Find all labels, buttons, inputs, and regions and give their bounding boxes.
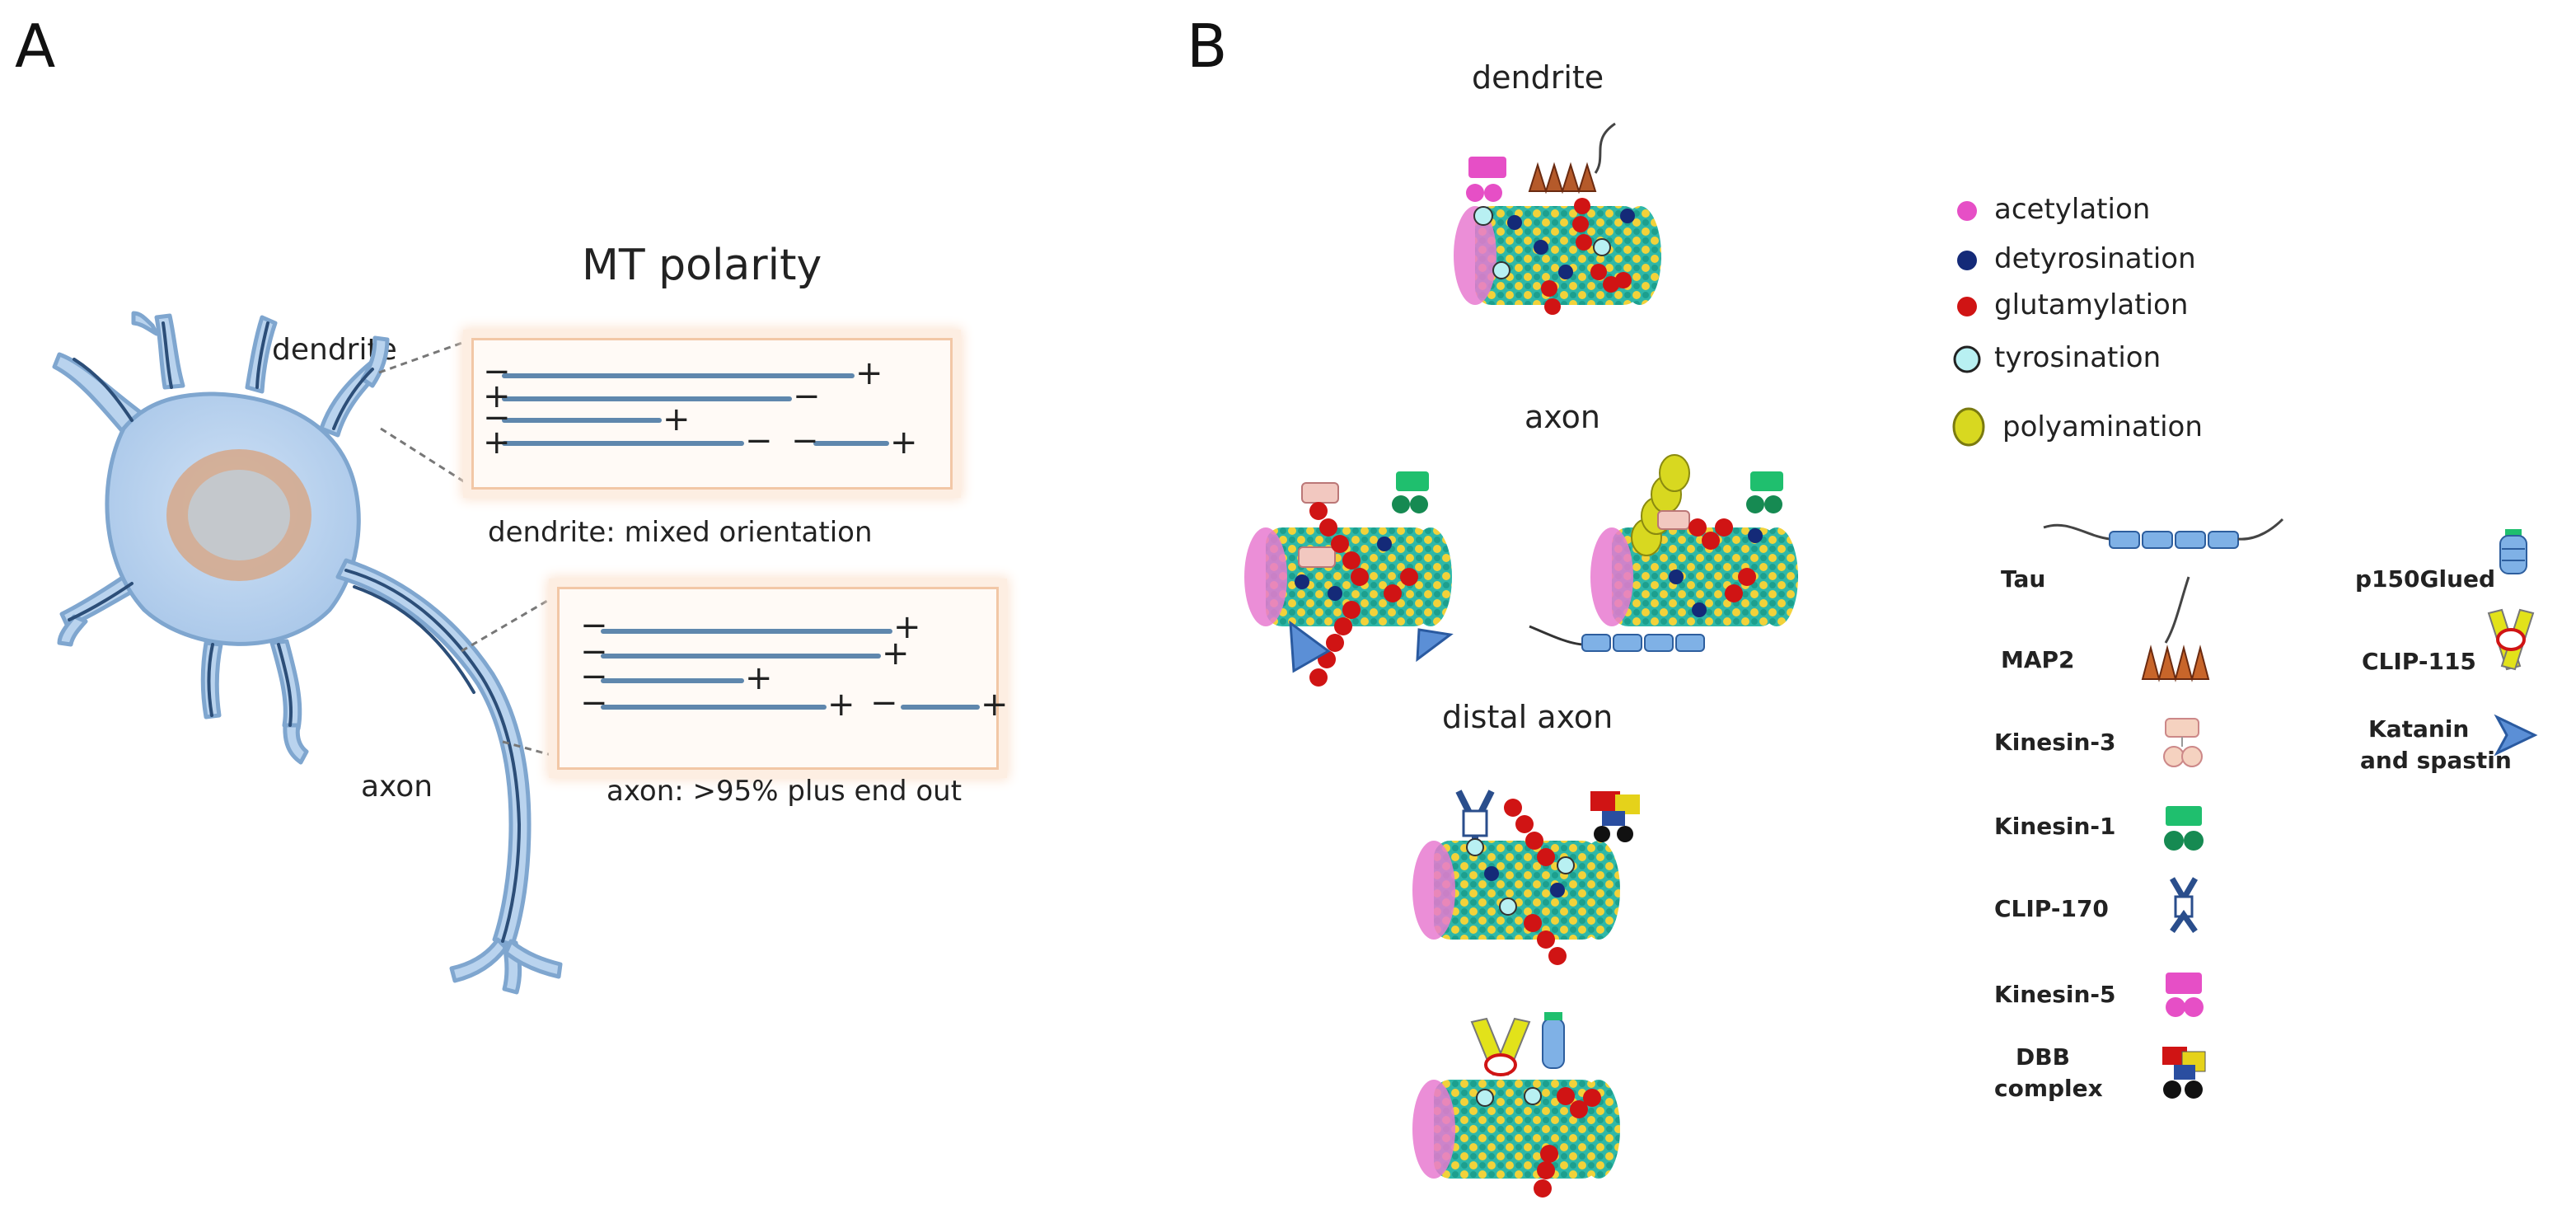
distal-axon-microtubule-lower <box>1412 1012 1620 1198</box>
legend-kinesin-3-label: Kinesin-3 <box>1994 729 2116 756</box>
kinesin-1-icon <box>2164 806 2204 851</box>
dendrite-caption: dendrite: mixed orientation <box>488 516 873 549</box>
axon-mt4-plus: + <box>827 686 855 724</box>
axon-mt5-plus: + <box>981 686 1009 724</box>
legend-clip-115-label: CLIP-115 <box>2362 648 2476 675</box>
acetylation-marker <box>1957 201 1977 221</box>
axon-mt1-plus: + <box>893 608 921 646</box>
dendrite-mt3-plus: + <box>663 401 691 438</box>
dendrite-mt5-plus: + <box>890 424 918 462</box>
tyrosination-marker <box>1953 345 1981 373</box>
clip-115-icon <box>2487 608 2535 671</box>
legend-kinesin-5-label: Kinesin-5 <box>1994 981 2116 1008</box>
dendrite-mt5-minus: − <box>791 422 819 460</box>
section-distal-axon-title: distal axon <box>1442 699 1614 735</box>
legend-clip-170-label: CLIP-170 <box>1994 895 2109 922</box>
legend-katanin-label-line1: Katanin <box>2368 715 2470 743</box>
axon-microtubule-right <box>1529 454 1798 652</box>
legend-detyrosination: detyrosination <box>1994 242 2196 275</box>
legend-tau-label: Tau <box>2001 565 2046 593</box>
axon-label: axon <box>361 770 433 804</box>
dendrite-mt1-plus: + <box>855 354 883 392</box>
axon-mt1-minus: − <box>580 607 608 644</box>
panel-a-letter: A <box>15 12 56 81</box>
axon-mt4-minus: − <box>580 684 608 722</box>
clip-170-icon <box>2169 877 2199 934</box>
legend-dbb-label-line2: complex <box>1994 1075 2103 1102</box>
dendrite-mt2-plus: + <box>483 377 511 415</box>
legend-tyrosination: tyrosination <box>1994 341 2161 374</box>
axon-microtubule-left <box>1244 471 1454 687</box>
leader-lines <box>378 338 558 758</box>
axon-caption: axon: >95% plus end out <box>607 775 962 808</box>
legend-glutamylation: glutamylation <box>1994 288 2189 321</box>
p150glued-icon <box>2499 529 2527 574</box>
mt-polarity-title: MT polarity <box>582 241 822 290</box>
dbb-complex-icon <box>2162 1047 2206 1099</box>
axon-mt3-minus: − <box>580 658 608 696</box>
dendrite-microtubule <box>1454 122 1661 315</box>
legend-map2-label: MAP2 <box>2001 646 2075 673</box>
section-dendrite-title: dendrite <box>1472 59 1604 96</box>
legend-p150glued-label: p150Glued <box>2355 565 2496 593</box>
dendrite-mt4-minus: − <box>745 422 773 460</box>
map2-icon <box>2141 576 2210 682</box>
legend-kinesin-1-label: Kinesin-1 <box>1994 813 2116 840</box>
tau-icon <box>2043 518 2284 549</box>
distal-axon-microtubule-upper <box>1412 790 1640 965</box>
legend-polyamination: polyamination <box>2002 410 2203 443</box>
dendrite-polarity-box <box>471 338 953 490</box>
legend-acetylation: acetylation <box>1994 193 2151 226</box>
detyrosination-marker <box>1957 251 1977 270</box>
nucleolus <box>188 470 290 560</box>
polyamination-marker <box>1952 407 1985 447</box>
dendrite-mt1-minus: − <box>483 353 511 391</box>
axon-mt5-minus: − <box>870 684 898 722</box>
legend-katanin-label-line2: and spastin <box>2360 747 2512 774</box>
axon-mt2-plus: + <box>882 635 910 673</box>
axon-mt3-plus: + <box>745 659 773 697</box>
panel-b-letter: B <box>1187 12 1228 81</box>
kinesin-5-icon <box>2166 973 2204 1017</box>
dendrite-mt2-minus: − <box>793 377 821 415</box>
dendrite-mt4-plus: + <box>483 424 511 462</box>
katanin-spastin-icon <box>2494 714 2538 757</box>
section-axon-title: axon <box>1525 399 1600 435</box>
neuron-mt-tracks <box>68 321 522 943</box>
kinesin-3-icon <box>2163 718 2203 767</box>
glutamylation-marker <box>1957 297 1977 316</box>
axon-mt2-minus: − <box>580 633 608 671</box>
legend-dbb-label-line1: DBB <box>2016 1043 2070 1071</box>
dendrite-mt3-minus: − <box>483 399 511 437</box>
